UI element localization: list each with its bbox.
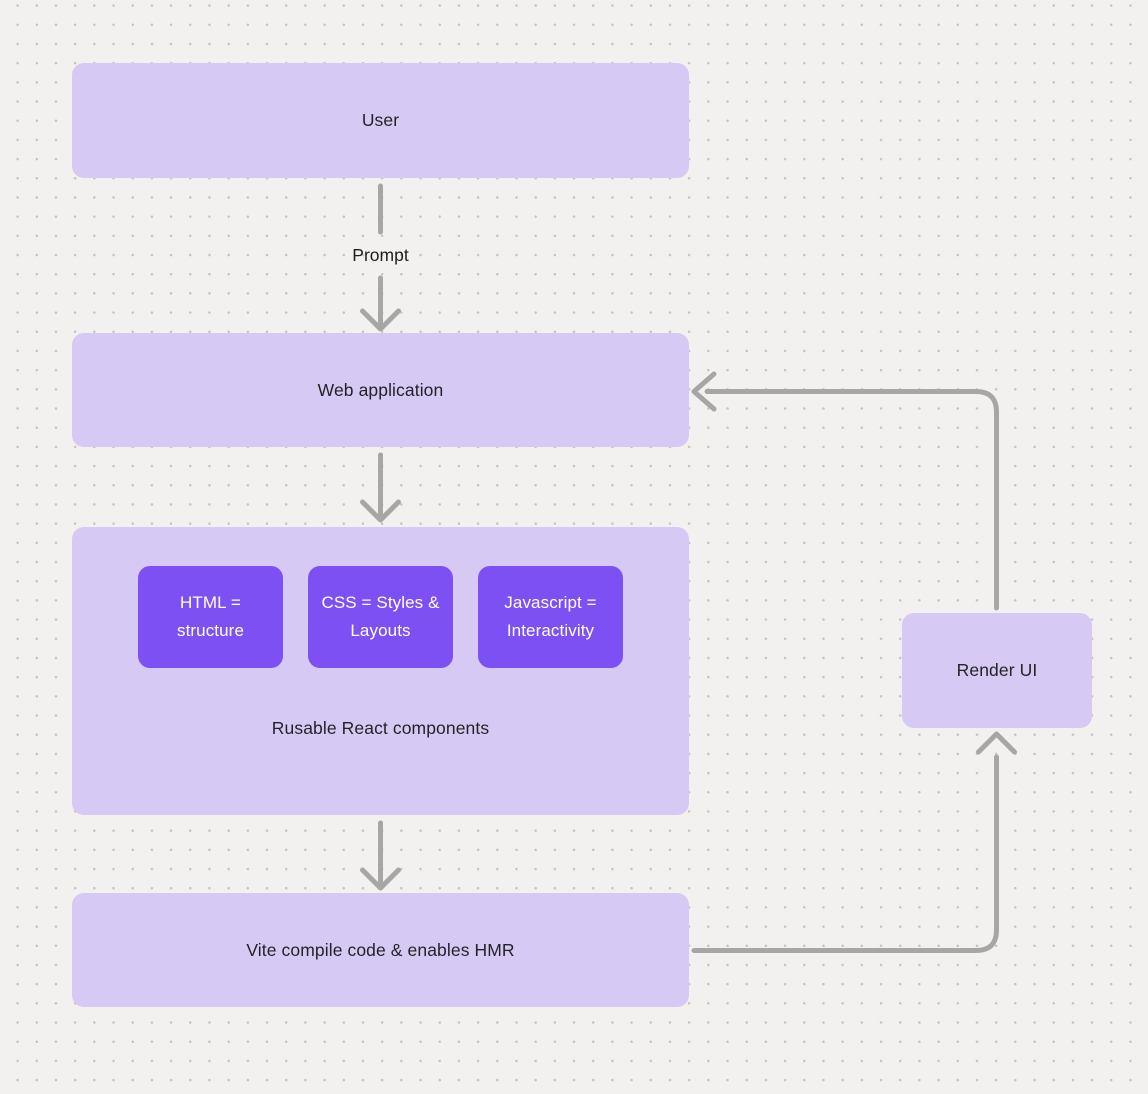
arrowhead-down-vite-icon	[360, 867, 401, 891]
node-vite[interactable]: Vite compile code & enables HMR	[72, 893, 689, 1007]
connector-render-to-webapp	[704, 389, 999, 611]
node-render-ui[interactable]: Render UI	[902, 613, 1092, 728]
node-vite-label: Vite compile code & enables HMR	[246, 939, 515, 960]
arrowhead-left-webapp-icon	[691, 371, 717, 412]
node-web-application-label: Web application	[317, 379, 444, 400]
node-web-application[interactable]: Web application	[72, 333, 689, 447]
node-user[interactable]: User	[72, 63, 689, 178]
chip-css-label: CSS = Styles & Layouts	[321, 593, 440, 640]
chip-css-styles[interactable]: CSS = Styles & Layouts	[308, 566, 453, 668]
chip-html-label: HTML = structure	[176, 593, 245, 640]
node-react-components[interactable]: HTML = structure CSS = Styles & Layouts …	[72, 527, 689, 815]
chip-js-label: Javascript = Interactivity	[504, 593, 597, 640]
node-user-label: User	[361, 110, 400, 130]
arrowhead-up-render-icon	[976, 731, 1017, 755]
chip-javascript-interactivity[interactable]: Javascript = Interactivity	[478, 566, 623, 668]
node-render-ui-label: Render UI	[956, 660, 1038, 680]
edge-label-prompt: Prompt	[352, 245, 409, 265]
arrowhead-down-components-icon	[360, 499, 401, 523]
chip-html-structure[interactable]: HTML = structure	[138, 566, 283, 668]
react-components-caption: Rusable React components	[271, 718, 490, 738]
connector-vite-to-render	[691, 754, 999, 953]
arrowhead-down-webapp-icon	[360, 308, 401, 332]
